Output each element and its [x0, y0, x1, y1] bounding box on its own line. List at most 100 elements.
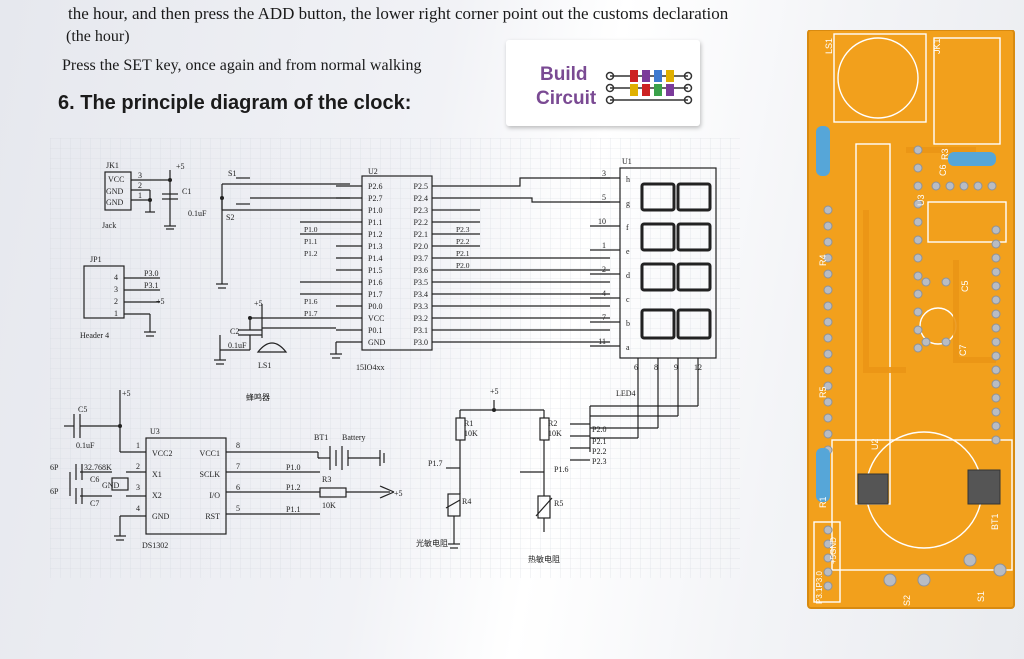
- pcb-pad: [823, 553, 833, 563]
- resistor-r3: [319, 485, 395, 499]
- u1-segment-letter: h: [626, 175, 630, 184]
- u3-left-pin: X2: [152, 491, 162, 500]
- u2-right-pin: P2.4: [414, 194, 428, 203]
- pcb-pad: [823, 413, 833, 423]
- pcb-label-u3: U3: [916, 194, 926, 206]
- u2-left-pin: P2.6: [368, 182, 382, 191]
- pcb-pad: [991, 267, 1001, 277]
- pcb-pad: [823, 333, 833, 343]
- c6-value: 6P: [50, 463, 59, 472]
- pcb-pad: [913, 217, 923, 227]
- pcb-label-s1: S1: [976, 591, 986, 602]
- net-p16: P1.6: [554, 465, 568, 474]
- header-jp1: [83, 265, 160, 337]
- resistors-on-board: [816, 126, 996, 502]
- pcb-pad: [913, 325, 923, 335]
- pcb-pad: [823, 381, 833, 391]
- sensor-network: [445, 400, 553, 549]
- r1-ref: R1: [464, 419, 473, 428]
- pcb-pad: [931, 181, 941, 191]
- u2-left-pin: P0.1: [368, 326, 382, 335]
- pcb-label-bt1: BT1: [990, 513, 1000, 530]
- u1-pin-num: 11: [598, 337, 606, 346]
- pcb-label-ls1: LS1: [824, 38, 834, 54]
- u2-right-pin: P3.5: [414, 278, 428, 287]
- u1-net-p22: P2.2: [592, 447, 606, 456]
- pcb-pad: [883, 573, 897, 587]
- pcb-label-r4: R4: [818, 254, 828, 266]
- thermistor-label: 热敏电阻: [528, 554, 560, 564]
- u2-right-pin: P3.0: [414, 338, 428, 347]
- u2-right-pin: P2.2: [414, 218, 428, 227]
- u2-left-net: P1.6: [304, 297, 318, 306]
- u1-segment-letter: g: [626, 199, 630, 208]
- u2-left-net: P1.2: [304, 249, 318, 258]
- c1-value: 0.1uF: [188, 209, 207, 218]
- pcb-pad: [945, 181, 955, 191]
- ls1-outline: [833, 33, 927, 123]
- led-display-u1: [570, 167, 717, 461]
- r4-ref: R4: [462, 497, 471, 506]
- c2-value: 0.1uF: [228, 341, 247, 350]
- u2-left-pin: VCC: [368, 314, 384, 323]
- pcb-pad: [991, 435, 1001, 445]
- c2-ref: C2: [230, 327, 239, 336]
- battery-bt1: [318, 446, 385, 470]
- pcb-pad: [991, 407, 1001, 417]
- pcb-pad: [913, 289, 923, 299]
- c5-value: 0.1uF: [76, 441, 95, 450]
- u2-left-pin: P1.6: [368, 278, 382, 287]
- bt1-name: Battery: [342, 433, 366, 442]
- u1-pin-num: 7: [602, 313, 606, 322]
- r3-value: 10K: [322, 501, 336, 510]
- logo-word-circuit: Circuit: [536, 88, 597, 109]
- pcb-pad: [991, 323, 1001, 333]
- u2-right-pin: P2.3: [414, 206, 428, 215]
- bt1-ref: BT1: [314, 433, 328, 442]
- u1-bottom-pin: 12: [694, 363, 702, 372]
- pcb-pad: [823, 581, 833, 591]
- ls1-label: LS1: [258, 361, 271, 370]
- crystal-gnd: GND: [102, 481, 120, 490]
- u1-pin-num: 3: [602, 169, 606, 178]
- u3-right-num: 8: [236, 441, 240, 450]
- u2-left-pin: P1.2: [368, 230, 382, 239]
- r5-ref: R5: [554, 499, 563, 508]
- jk1-num-2: 2: [138, 181, 142, 190]
- pcb-substrate: [807, 30, 1015, 609]
- u2-right-net: P2.2: [456, 237, 470, 246]
- pcb-pad: [991, 351, 1001, 361]
- jp1-net-p30: P3.0: [144, 269, 158, 278]
- u2-right-net: P2.0: [456, 261, 470, 270]
- plus5-e: +5: [490, 387, 499, 396]
- jk1-pin-gnd-a: GND: [106, 187, 124, 196]
- pcb-pad: [991, 225, 1001, 235]
- u1-net-p20: P2.0: [592, 425, 606, 434]
- u2-left-pin: P1.1: [368, 218, 382, 227]
- u1-bottom-pin: 9: [674, 363, 678, 372]
- pcb-pad: [991, 295, 1001, 305]
- buzzer-label: 蜂鸣器: [246, 392, 270, 402]
- u1-pin-num: 1: [602, 241, 606, 250]
- pcb-pad: [823, 365, 833, 375]
- pcb-label-5gnd: +5GND: [829, 537, 838, 564]
- pcb-pad: [913, 235, 923, 245]
- u1-bottom-pin: 8: [654, 363, 658, 372]
- jk1-num-1: 1: [138, 191, 142, 200]
- pcb-pad: [913, 163, 923, 173]
- jk1-num-3: 3: [138, 171, 142, 180]
- u2-left-pin: P1.5: [368, 266, 382, 275]
- jp1-num-1: 1: [114, 309, 118, 318]
- logo-word-build: Build: [540, 64, 588, 85]
- u2-right-pin: P3.3: [414, 302, 428, 311]
- pcb-pad: [991, 421, 1001, 431]
- u3-ref: U3: [150, 427, 160, 436]
- u2-right-pin: P3.6: [414, 266, 428, 275]
- pcb-pad: [823, 205, 833, 215]
- jk1-pin-vcc: VCC: [108, 175, 124, 184]
- u2-right-net: P2.3: [456, 225, 470, 234]
- u2-left-pin: P1.0: [368, 206, 382, 215]
- pcb-pad: [823, 269, 833, 279]
- jp1-num-3: 3: [114, 285, 118, 294]
- u2-right-pin: P2.0: [414, 242, 428, 251]
